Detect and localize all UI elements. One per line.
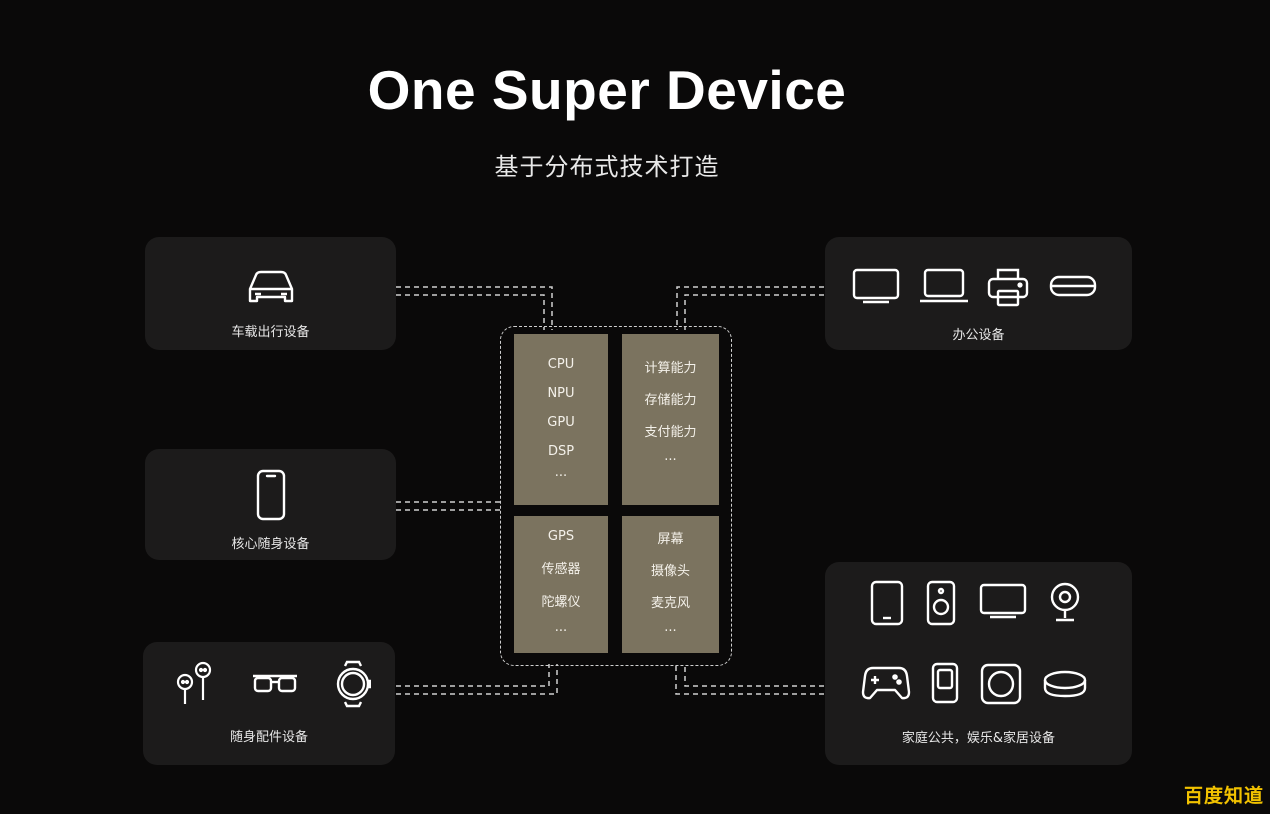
smart-panel-icon [930,662,960,710]
box-office-devices: 办公设备 [825,237,1132,350]
connector-office-outer [676,286,824,330]
cell-item: GPU [547,415,575,430]
cell-io: 屏幕 摄像头 麦克风 ... [622,516,719,653]
cell-item: ... [554,620,568,635]
connector-home-lower [675,664,824,695]
connector-car-inner [396,294,545,330]
page-subtitle: 基于分布式技术打造 [494,153,720,181]
box-label: 车载出行设备 [231,325,310,340]
cell-item: ... [554,465,568,480]
monitor-icon [851,267,901,311]
box-label: 办公设备 [952,328,1005,343]
box-label: 随身配件设备 [229,730,308,745]
laptop-icon [919,267,969,311]
webcam-icon [1048,580,1082,630]
cell-item: 摄像头 [650,564,690,579]
cell-item: NPU [547,386,575,401]
page-title: One Super Device [367,59,847,121]
cell-item: GPS [547,529,575,544]
cell-item: CPU [547,357,575,372]
smartphone-icon [255,469,287,525]
cell-item: 陀螺仪 [541,595,581,610]
washer-icon [979,662,1023,710]
cell-item: 屏幕 [657,532,684,547]
box-label: 家庭公共，娱乐&家居设备 [901,731,1056,746]
projector-icon [1048,273,1098,311]
cell-item: ... [664,620,677,635]
connector-car-outer [396,286,553,330]
car-icon [245,267,297,311]
printer-icon [986,267,1030,311]
connector-home-upper [684,664,824,687]
cell-item: 存储能力 [644,393,697,408]
box-core-personal-devices: 核心随身设备 [145,449,396,560]
cell-item: 传感器 [541,562,581,577]
box-accessory-devices: 随身配件设备 [143,642,395,765]
cell-item: DSP [547,444,575,459]
core-capability-block [500,326,732,666]
box-label: 核心随身设备 [231,537,310,552]
connector-accessories-upper [396,664,550,687]
cell-item: 支付能力 [644,425,697,440]
connector-office-inner [684,294,824,330]
cell-compute-hardware: CPU NPU GPU DSP ... [514,334,608,505]
tablet-icon [869,580,905,630]
tv-icon [978,582,1028,630]
robot-vacuum-icon [1042,668,1088,710]
connector-accessories-lower [396,664,558,695]
speaker-icon [925,580,957,630]
cell-item: 计算能力 [644,361,697,376]
gamepad-icon [861,662,911,710]
box-home-devices: 家庭公共，娱乐&家居设备 [825,562,1132,765]
glasses-icon [251,672,299,712]
box-car-devices: 车载出行设备 [145,237,396,350]
cell-item: 麦克风 [650,596,690,611]
cell-item: ... [664,449,677,464]
earbuds-icon [173,660,215,712]
smartwatch-icon [335,660,372,712]
cell-capabilities: 计算能力 存储能力 支付能力 ... [622,334,719,505]
watermark: 百度知道 [1183,785,1264,807]
cell-sensors: GPS 传感器 陀螺仪 ... [514,516,608,653]
